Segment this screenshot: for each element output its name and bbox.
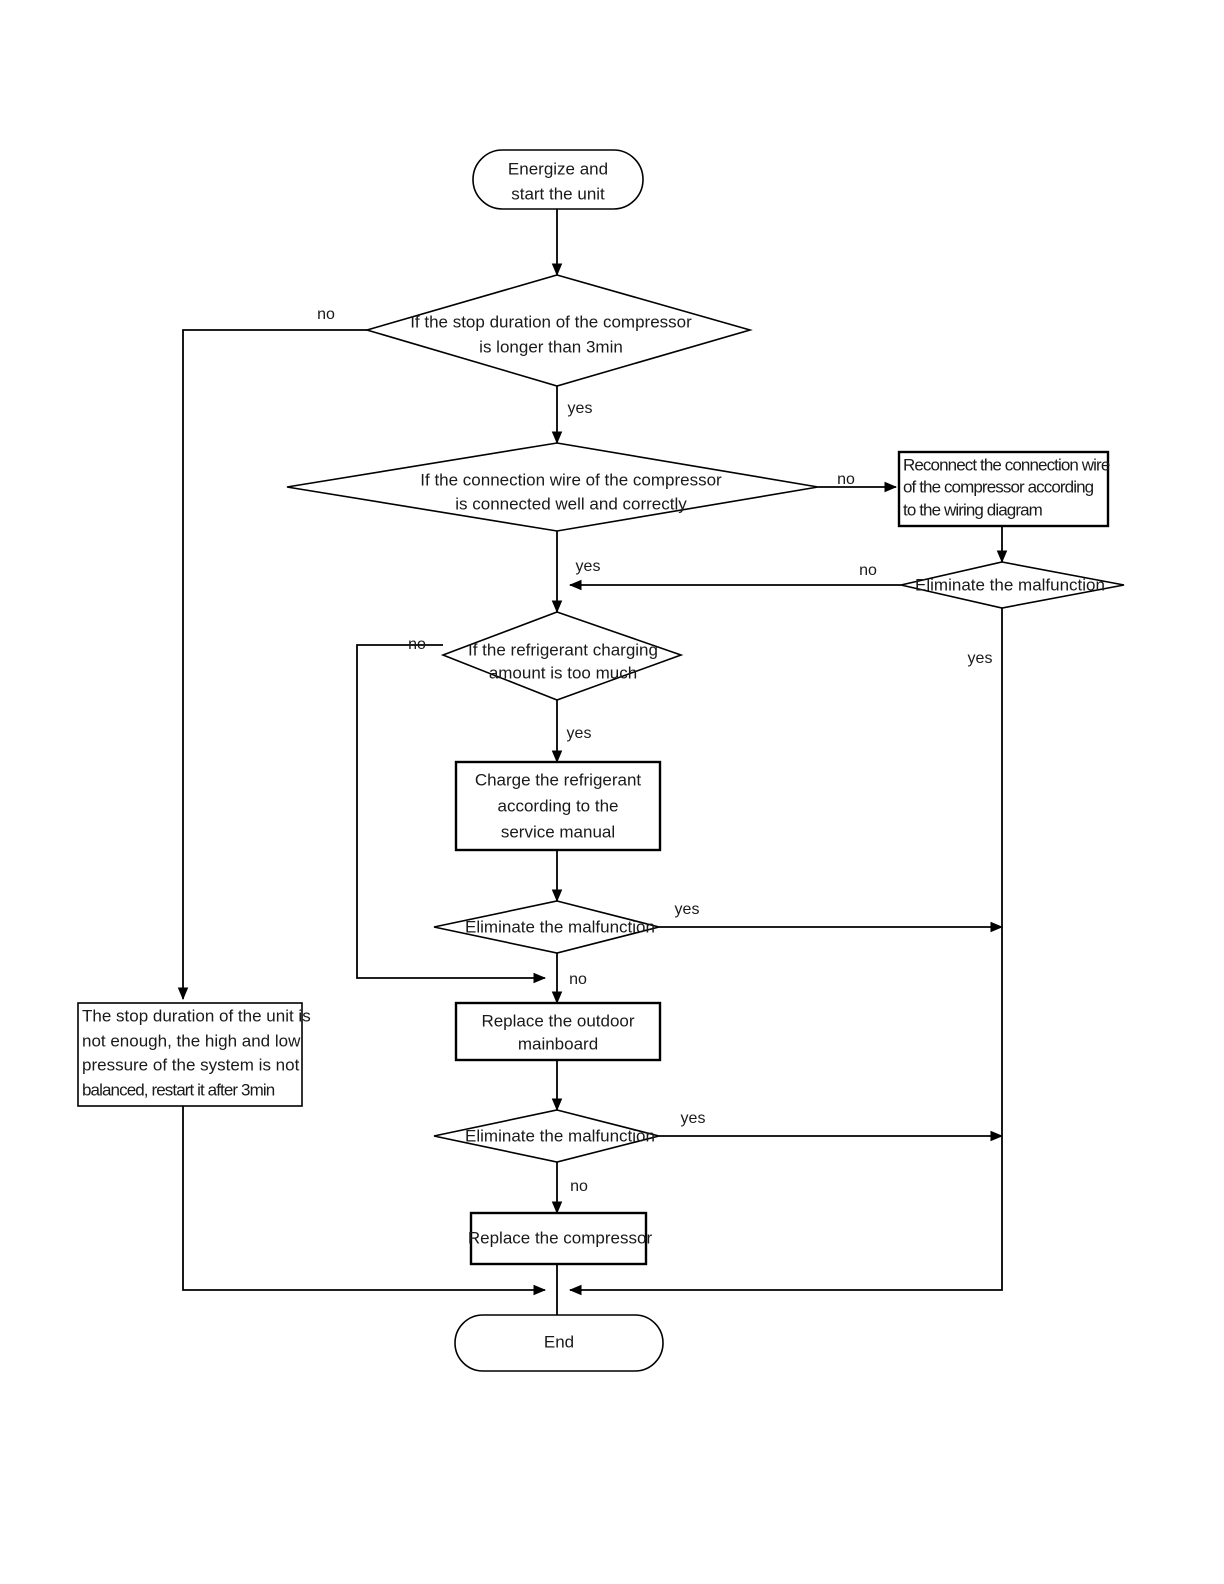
process-charge-line2: according to the xyxy=(498,796,619,815)
edge-label-eliminate2-yes: yes xyxy=(675,901,700,918)
decision-stop-duration-line2: is longer than 3min xyxy=(479,337,623,356)
edge-label-connection-wire-no: no xyxy=(837,471,855,488)
decision-eliminate-2-label: Eliminate the malfunction xyxy=(465,917,655,936)
decision-connection-wire-line1: If the connection wire of the compressor xyxy=(420,470,722,489)
node-process-reconnect[interactable]: Reconnect the connection wire of the com… xyxy=(897,450,1111,528)
process-replace-mainboard-shape xyxy=(454,1001,662,1062)
node-process-charge[interactable]: Charge the refrigerant according to the … xyxy=(454,760,662,852)
node-decision-eliminate-2[interactable]: Eliminate the malfunction xyxy=(433,900,660,954)
edge-label-eliminate2-no: no xyxy=(569,971,587,988)
decision-refrigerant-line2: amount is too much xyxy=(489,663,637,682)
edge-label-eliminate1-no: no xyxy=(859,562,877,579)
node-decision-connection-wire[interactable]: If the connection wire of the compressor… xyxy=(286,442,819,532)
edge-label-eliminate1-yes: yes xyxy=(968,650,993,667)
decision-refrigerant-line1: If the refrigerant charging xyxy=(468,640,658,659)
decision-connection-wire-shape xyxy=(286,442,819,532)
decision-eliminate-1-label: Eliminate the malfunction xyxy=(915,575,1105,594)
node-start[interactable]: Energize and start the unit xyxy=(472,149,644,210)
decision-eliminate-3-shape xyxy=(433,1109,660,1163)
process-reconnect-shape xyxy=(897,450,1110,528)
node-end[interactable]: End xyxy=(454,1314,664,1372)
node-process-stop-duration-note[interactable]: The stop duration of the unit is not eno… xyxy=(77,1002,311,1107)
node-process-replace-mainboard[interactable]: Replace the outdoor mainboard xyxy=(454,1001,662,1062)
process-reconnect-line1: Reconnect the connection wire xyxy=(903,455,1110,474)
edge-label-refrigerant-no: no xyxy=(408,636,426,653)
process-charge-line1: Charge the refrigerant xyxy=(475,770,642,789)
process-replace-compressor-shape xyxy=(469,1211,648,1266)
node-decision-eliminate-1[interactable]: Eliminate the malfunction xyxy=(900,561,1125,609)
end-label: End xyxy=(544,1332,574,1351)
process-mainboard-line2: mainboard xyxy=(518,1034,598,1053)
process-stop-duration-note-shape xyxy=(77,1002,303,1107)
start-terminator-shape xyxy=(472,149,644,210)
connector-eliminate1-yes xyxy=(568,608,1003,1296)
decision-stop-duration-line1: If the stop duration of the compressor xyxy=(410,312,692,331)
decision-refrigerant-shape xyxy=(440,611,684,701)
connector-note-to-junction xyxy=(182,1106,547,1296)
end-terminator-shape xyxy=(454,1314,664,1372)
start-label-line2: start the unit xyxy=(511,184,605,203)
edge-label-stop-duration-yes: yes xyxy=(568,400,593,417)
process-note-line2: not enough, the high and low xyxy=(82,1031,301,1050)
process-note-line4: balanced, restart it after 3min xyxy=(82,1080,275,1099)
process-note-line1: The stop duration of the unit is xyxy=(82,1006,311,1025)
connector-stop-duration-no xyxy=(177,329,367,1001)
decision-eliminate-1-shape xyxy=(900,561,1125,609)
edge-label-eliminate3-no: no xyxy=(570,1178,588,1195)
connector-refrigerant-no xyxy=(356,644,547,984)
process-replace-compressor-label: Replace the compressor xyxy=(468,1228,653,1247)
edge-label-eliminate3-yes: yes xyxy=(681,1110,706,1127)
edge-label-stop-duration-no: no xyxy=(317,306,335,323)
node-decision-refrigerant[interactable]: If the refrigerant charging amount is to… xyxy=(440,611,684,701)
process-reconnect-line3: to the wiring diagram xyxy=(903,500,1043,519)
edge-label-refrigerant-yes: yes xyxy=(567,725,592,742)
process-note-line3: pressure of the system is not xyxy=(82,1055,300,1074)
process-charge-shape xyxy=(454,760,662,852)
start-label-line1: Energize and xyxy=(508,159,608,178)
node-decision-eliminate-3[interactable]: Eliminate the malfunction xyxy=(433,1109,660,1163)
decision-connection-wire-line2: is connected well and correctly xyxy=(455,494,687,513)
process-mainboard-line1: Replace the outdoor xyxy=(481,1011,634,1030)
process-reconnect-line2: of the compressor according xyxy=(903,477,1094,496)
decision-eliminate-2-shape xyxy=(433,900,660,954)
node-process-replace-compressor[interactable]: Replace the compressor xyxy=(468,1211,653,1266)
node-decision-stop-duration[interactable]: If the stop duration of the compressor i… xyxy=(364,274,753,387)
decision-stop-duration-shape xyxy=(364,274,753,387)
process-charge-line3: service manual xyxy=(501,822,615,841)
decision-eliminate-3-label: Eliminate the malfunction xyxy=(465,1126,655,1145)
edge-label-connection-wire-yes: yes xyxy=(576,558,601,575)
